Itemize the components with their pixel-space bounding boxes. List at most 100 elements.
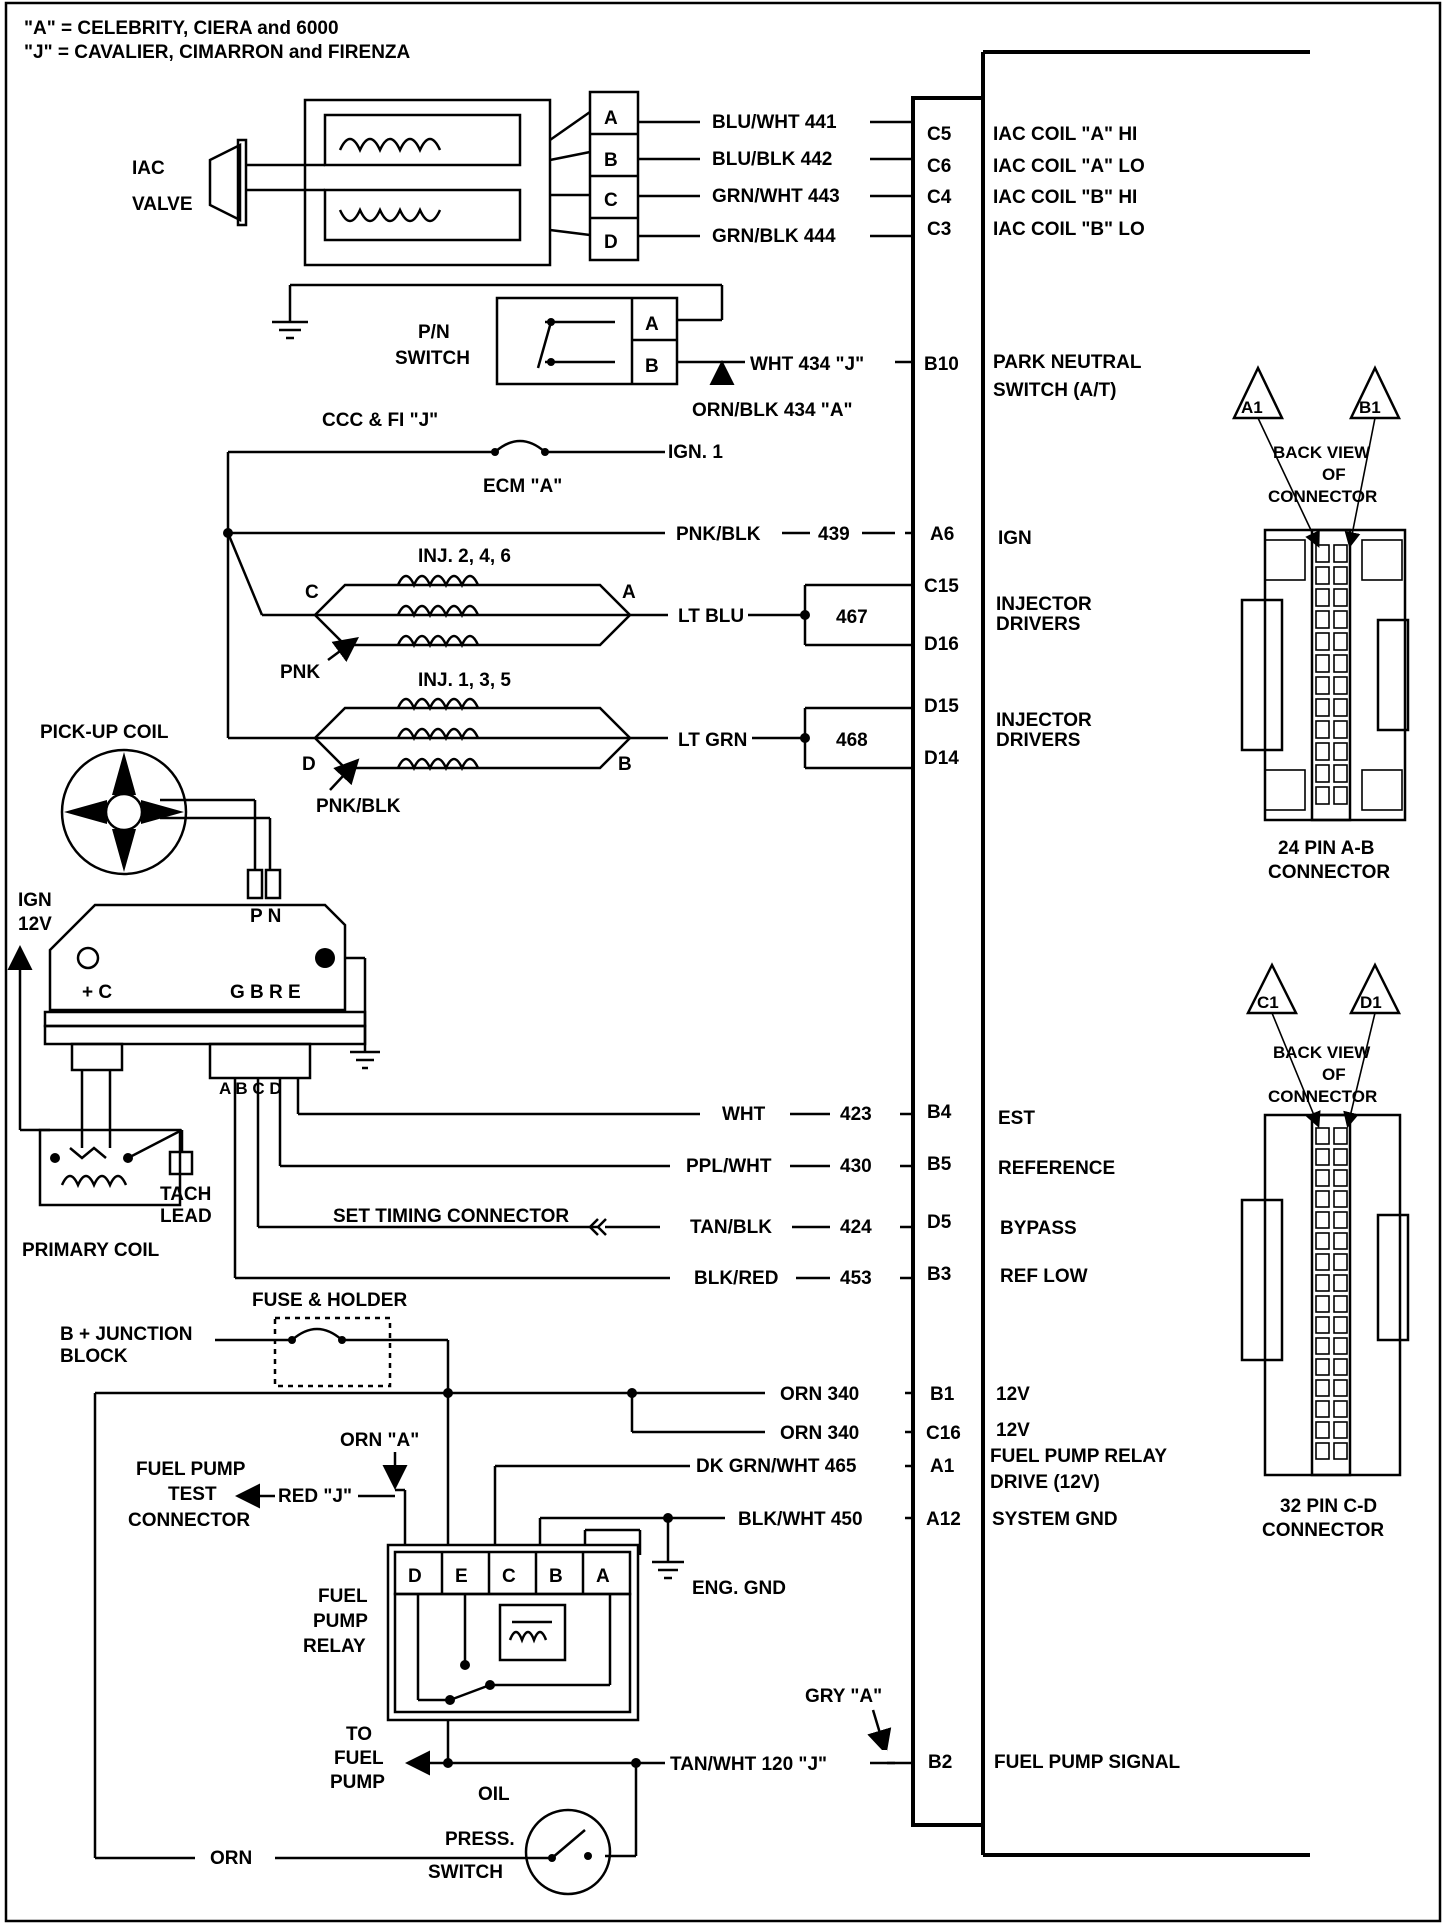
conn-ab-a1: A1 [1241,398,1263,417]
fuel-pump-relay: ORN "A" FUEL PUMP TEST CONNECTOR RED "J"… [128,1430,640,1722]
connector-ab: A1 B1 BACK VIEW OF CONNECTOR 24 PIN A-B … [1232,365,1410,883]
conn-cd-caption-1: 32 PIN C-D [1280,1496,1377,1517]
wire-a6: PNK/BLK [676,524,761,545]
inj246-end-a: A [622,582,636,603]
inj135-pnkblk: PNK/BLK [316,796,401,817]
to-fuel-pump-3: PUMP [330,1772,385,1793]
oil-label-1: OIL [478,1784,510,1805]
connector-pin [1333,1316,1348,1334]
test-conn-2: TEST [168,1484,217,1505]
connector-pin [1315,1232,1330,1250]
pn-pin-b: B [645,356,659,377]
connector-pin [1315,764,1330,783]
pickup-coil-label: PICK-UP COIL [40,722,169,743]
inj135-end-d: D [302,754,316,775]
test-conn-1: FUEL PUMP [136,1459,246,1480]
func-b1: 12V [996,1384,1030,1405]
circuit-d5: 424 [840,1217,872,1238]
relay-pin-c: C [502,1566,516,1587]
ign1-label: IGN. 1 [668,442,723,463]
connector-pin [1315,786,1330,805]
func-b2: FUEL PUMP SIGNAL [994,1752,1181,1773]
iac-label: IAC [132,158,165,179]
connector-pin [1315,610,1330,629]
iac-pin-d: D [604,232,618,253]
est-wires: WHT PPL/WHT TAN/BLK BLK/RED 423 430 424 … [233,1078,1115,1290]
circuit-b5: 430 [840,1156,872,1177]
to-fuel-pump-1: TO [346,1724,372,1745]
ecm-body [911,50,1310,1857]
connector-pin [1333,632,1348,651]
connector-pin [1315,698,1330,717]
connector-pin [1333,1253,1348,1271]
func-inj135-1: INJECTOR [996,710,1092,731]
inj246-wire: LT BLU [678,606,744,627]
connector-pin [1315,1253,1330,1271]
relay-label-2: PUMP [313,1611,368,1632]
wire-c4: GRN/WHT 443 [712,186,840,207]
connector-pin [1315,632,1330,651]
connector-pin [1333,1232,1348,1250]
pin-c3: C3 [927,219,951,240]
tach-lead-label: LEAD [160,1206,212,1227]
pin-d16: D16 [924,634,959,655]
connector-pin [1333,1127,1348,1145]
conn-cd-back-3: CONNECTOR [1268,1087,1377,1106]
pin-c5: C5 [927,124,952,145]
connector-pin [1315,1127,1330,1145]
pin-c16: C16 [926,1423,961,1444]
conn-ab-caption-2: CONNECTOR [1268,862,1390,883]
pn-label: P/N [418,322,450,343]
legend-j: "J" = CAVALIER, CIMARRON and FIRENZA [24,42,411,63]
connector-pin [1333,1274,1348,1292]
fuse-holder-label: FUSE & HOLDER [252,1290,407,1311]
connector-pin [1333,1337,1348,1355]
func-b4: EST [998,1108,1035,1129]
wire-b4: WHT [722,1104,766,1125]
ign-12v-label: 12V [18,914,52,935]
relay-label-3: RELAY [303,1636,366,1657]
func-c3: IAC COIL "B" LO [993,219,1145,240]
legend-a: "A" = CELEBRITY, CIERA and 6000 [24,18,339,39]
inj135-label: INJ. 1, 3, 5 [418,670,511,691]
connector-pin [1333,544,1348,563]
relay-pin-d: D [408,1566,422,1587]
gbre-label: G B R E [230,982,301,1003]
wire-c3: GRN/BLK 444 [712,226,836,247]
pin-b3: B3 [927,1264,951,1285]
conn-cd-d1: D1 [1360,993,1382,1012]
connector-pin [1333,588,1348,607]
pin-b10: B10 [924,354,959,375]
connector-pin [1333,654,1348,673]
wire-b2: TAN/WHT 120 "J" [670,1754,827,1775]
connector-pin [1333,1190,1348,1208]
func-inj135-2: DRIVERS [996,730,1080,751]
connector-pin [1315,1211,1330,1229]
connector-pin [1315,1274,1330,1292]
junction-label-2: BLOCK [60,1346,128,1367]
connector-pin [1333,566,1348,585]
conn-cd-caption-2: CONNECTOR [1262,1520,1384,1541]
oil-label-3: SWITCH [428,1862,503,1883]
connector-pin [1333,1295,1348,1313]
wire-c5: BLU/WHT 441 [712,112,837,133]
conn-cd-back-1: BACK VIEW [1273,1043,1371,1062]
connector-pin [1333,720,1348,739]
power-feed: FUSE & HOLDER B + JUNCTION BLOCK ORN 340… [60,1290,1030,1858]
func-a1-1: FUEL PUMP RELAY [990,1446,1167,1467]
iac-valve: IAC VALVE A B C D [132,90,640,267]
iac-valve-label: VALVE [132,194,193,215]
inj246-end-c: C [305,582,319,603]
orn-a-label: ORN "A" [340,1430,419,1451]
inj246-label: INJ. 2, 4, 6 [418,546,511,567]
pin-c6: C6 [927,156,951,177]
tach-label: TACH [160,1184,211,1205]
connector-pin [1315,1169,1330,1187]
pin-b2: B2 [928,1752,952,1773]
ign-feed: IGN. 1 ECM "A" PNK/BLK 439 A6 IGN [223,439,1032,738]
connector-pin [1333,610,1348,629]
connector-pin [1315,588,1330,607]
relay-drive-wires: DK GRN/WHT 465 A1 FUEL PUMP RELAY DRIVE … [493,1446,1167,1599]
pin-b1: B1 [930,1384,955,1405]
